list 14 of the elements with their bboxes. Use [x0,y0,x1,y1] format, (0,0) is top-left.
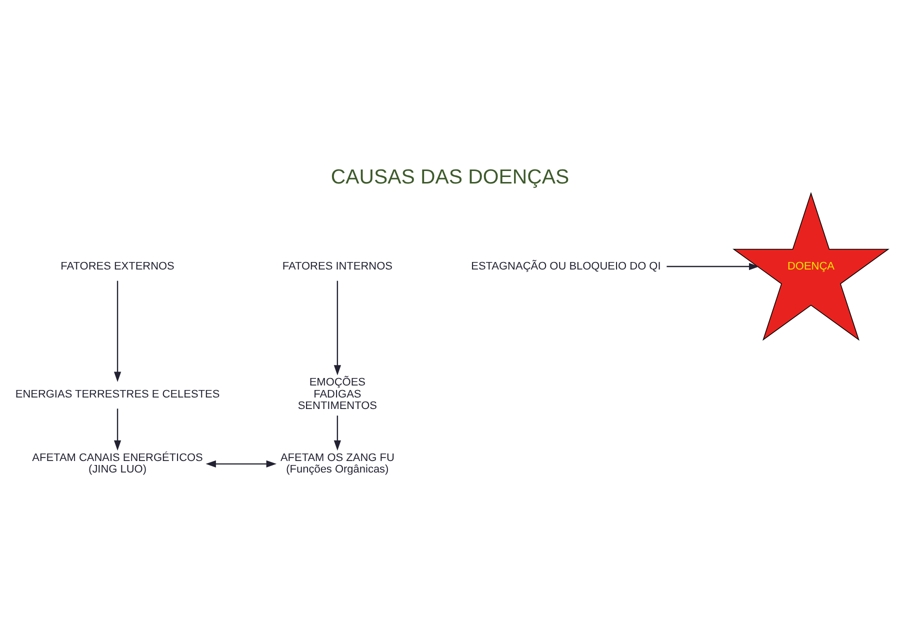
node-text: AFETAM OS ZANG FU (Funções Orgânicas) [280,452,394,476]
arrow [114,280,122,382]
arrow [666,262,760,270]
node-text: FATORES EXTERNOS [60,260,174,272]
node-text: EMOÇÕES FADIGAS SENTIMENTOS [298,376,377,412]
node-text: ESTAGNAÇÃO OU BLOQUEIO DO QI [471,260,661,272]
arrow [334,280,342,376]
arrow [206,460,277,468]
diagram-title: CAUSAS DAS DOENÇAS [330,166,570,189]
arrow [114,408,122,451]
arrow [334,416,342,451]
node-text: AFETAM CANAIS ENERGÉTICOS (JING LUO) [32,452,203,476]
node-text: FATORES INTERNOS [282,260,392,272]
node-text: ENERGIAS TERRESTRES E CELESTES [15,388,220,400]
